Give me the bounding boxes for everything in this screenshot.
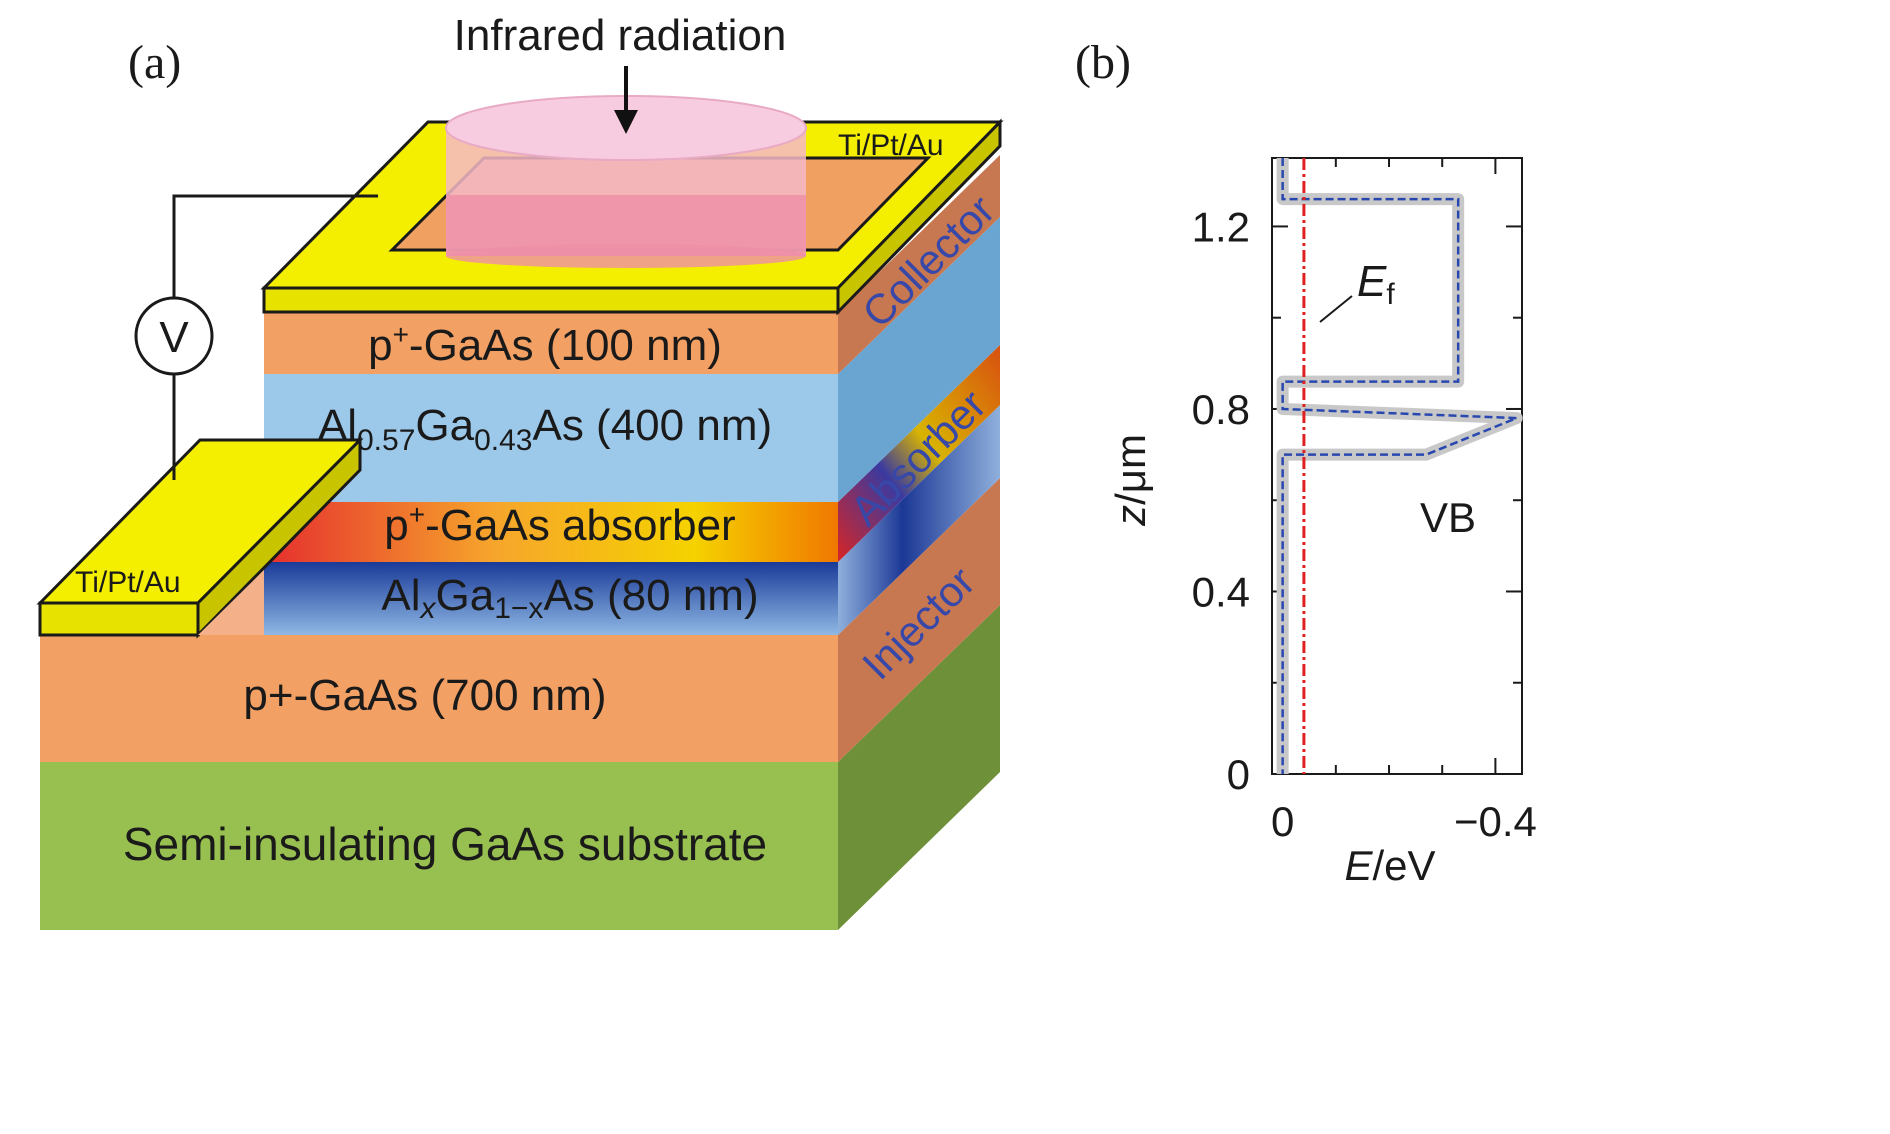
y-tick-label: 1.2 (1192, 203, 1250, 250)
vb-curve-halo (1276, 158, 1523, 774)
y-tick-label: 0 (1227, 751, 1250, 798)
bottom-contact-side (196, 436, 362, 639)
injector-layer-label: p+-GaAs (700 nm) (243, 671, 606, 720)
y-axis-label: z/μm (1107, 434, 1154, 527)
injector-layer-front (40, 635, 838, 762)
substrate-front (40, 762, 838, 930)
y-tick-label: 0.4 (1192, 568, 1250, 615)
panel-b: (b) 0 0.4 0.8 1.2 0 −0.4 Ef VB z/μm E/eV (1075, 36, 1537, 889)
barrier-layer-side (838, 217, 1000, 502)
x-tick-label: −0.4 (1454, 798, 1537, 845)
bottom-contact-front (38, 601, 200, 637)
panel-a-label: (a) (128, 36, 181, 89)
voltmeter-label: V (159, 313, 189, 362)
panel-a: (a) Semi-insulating GaAs substrate p+-Ga… (36, 11, 1004, 930)
graded-layer-front (264, 562, 838, 635)
panel-b-label: (b) (1075, 36, 1131, 89)
vb-curve-line (1281, 158, 1518, 774)
collector-layer-label: p+-GaAs (100 nm) (368, 319, 722, 370)
top-contact-side (836, 118, 1002, 316)
x-tick-label: 0 (1271, 798, 1294, 845)
radiation-label: Infrared radiation (454, 11, 787, 60)
top-contact-label: Ti/Pt/Au (838, 129, 944, 162)
bottom-contact-label: Ti/Pt/Au (75, 566, 181, 599)
y-tick-label: 0.8 (1192, 386, 1250, 433)
absorber-layer-label: p+-GaAs absorber (384, 499, 735, 550)
injector-layer-side (838, 478, 1000, 762)
absorber-layer-front (264, 502, 838, 562)
mesa-step (198, 570, 264, 635)
vb-label: VB (1420, 494, 1476, 541)
fermi-level-label: Ef (1357, 257, 1395, 311)
x-axis-label: E/eV (1344, 842, 1435, 889)
graded-layer-side (838, 405, 1000, 635)
voltmeter (134, 296, 214, 376)
substrate-label: Semi-insulating GaAs substrate (123, 818, 767, 870)
fermi-level-pointer (1319, 295, 1353, 323)
collector-layer-side (838, 155, 1000, 374)
vb-curve (1276, 158, 1523, 774)
barrier-layer-front (264, 374, 838, 502)
plot-frame (1271, 157, 1523, 775)
barrier-layer-label: Al0.57Ga0.43As (400 nm) (318, 401, 772, 457)
circuit-wire-top (172, 194, 378, 298)
y-axis: 0 0.4 0.8 1.2 (1192, 203, 1522, 798)
absorber-layer-side (838, 345, 1000, 562)
x-axis: 0 −0.4 (1271, 158, 1537, 845)
substrate-side (838, 605, 1000, 930)
collector-layer-front (264, 312, 838, 374)
top-contact-front (262, 286, 840, 314)
graded-layer-label: AlxGa1−xAs (80 nm) (381, 571, 758, 625)
